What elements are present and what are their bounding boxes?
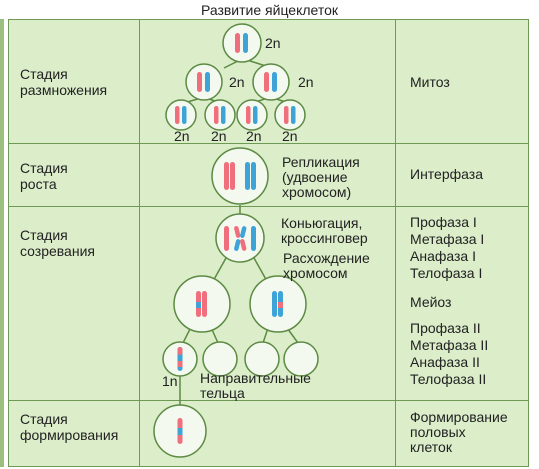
note-replication: Репликация (удвоение хромосом) xyxy=(282,154,360,200)
phase-telophase-1: Телофаза I xyxy=(410,265,483,281)
cell-reproduction-bottom-1 xyxy=(165,99,197,131)
phase-metaphase-2: Метафаза II xyxy=(410,337,489,353)
cell-reproduction-bottom-2 xyxy=(204,99,236,131)
cell-egg-haploid xyxy=(162,341,198,377)
phase-interphase: Интерфаза xyxy=(410,166,483,182)
note-divergence: Расхождение хромосом xyxy=(283,250,370,281)
cell-conjugation xyxy=(215,213,265,263)
phase-anaphase-2: Анафаза II xyxy=(410,354,480,370)
stage-maturation: Стадия созревания xyxy=(20,227,95,259)
phase-telophase-2: Телофаза II xyxy=(410,371,487,387)
phase-metaphase-1: Метафаза I xyxy=(410,231,485,247)
ploidy-label-top: 2n xyxy=(265,35,281,51)
polar-body-3 xyxy=(283,341,319,377)
phase-mitosis: Митоз xyxy=(410,74,450,90)
ploidy-label-bottom-1: 2n xyxy=(174,128,190,144)
note-polar-bodies: Направительные тельца xyxy=(200,370,311,401)
cell-meiosis-left xyxy=(173,275,231,333)
stage-formation: Стадия формирования xyxy=(20,411,119,443)
column-divider-2 xyxy=(395,19,396,467)
phase-meiosis: Мейоз xyxy=(410,294,452,310)
cell-reproduction-mid-right xyxy=(252,63,290,101)
row-divider-3 xyxy=(8,400,529,401)
note-conjugation: Коньюгация, кроссинговер xyxy=(281,215,368,246)
stage-reproduction: Стадия размножения xyxy=(20,66,108,98)
left-accent-bar xyxy=(0,19,4,467)
cell-meiosis-right xyxy=(249,275,307,333)
polar-body-2 xyxy=(244,341,280,377)
diagram-title: Развитие яйцеклеток xyxy=(200,2,339,18)
polar-body-1 xyxy=(202,341,238,377)
phase-prophase-2: Профаза II xyxy=(410,320,481,336)
cell-reproduction-bottom-3 xyxy=(236,99,268,131)
ploidy-label-bottom-3: 2n xyxy=(246,128,262,144)
ploidy-label-mid-right: 2n xyxy=(298,74,314,90)
cell-growth xyxy=(211,147,269,205)
phase-prophase-1: Профаза I xyxy=(410,214,477,230)
phase-anaphase-1: Анафаза I xyxy=(410,248,476,264)
ploidy-label-bottom-2: 2n xyxy=(211,128,227,144)
column-divider-1 xyxy=(139,19,140,467)
cell-reproduction-bottom-4 xyxy=(274,99,306,131)
ploidy-label-bottom-4: 2n xyxy=(282,128,298,144)
cell-reproduction-mid-left xyxy=(185,63,223,101)
row-divider-1 xyxy=(8,143,529,144)
ploidy-label-haploid: 1n xyxy=(162,373,178,389)
cell-reproduction-top xyxy=(222,23,262,63)
row-divider-2 xyxy=(8,206,529,207)
phase-formation: Формирование половых клеток xyxy=(410,409,508,455)
ploidy-label-mid-left: 2n xyxy=(229,74,245,90)
cell-formation xyxy=(153,404,207,458)
stage-growth: Стадия роста xyxy=(20,160,68,192)
